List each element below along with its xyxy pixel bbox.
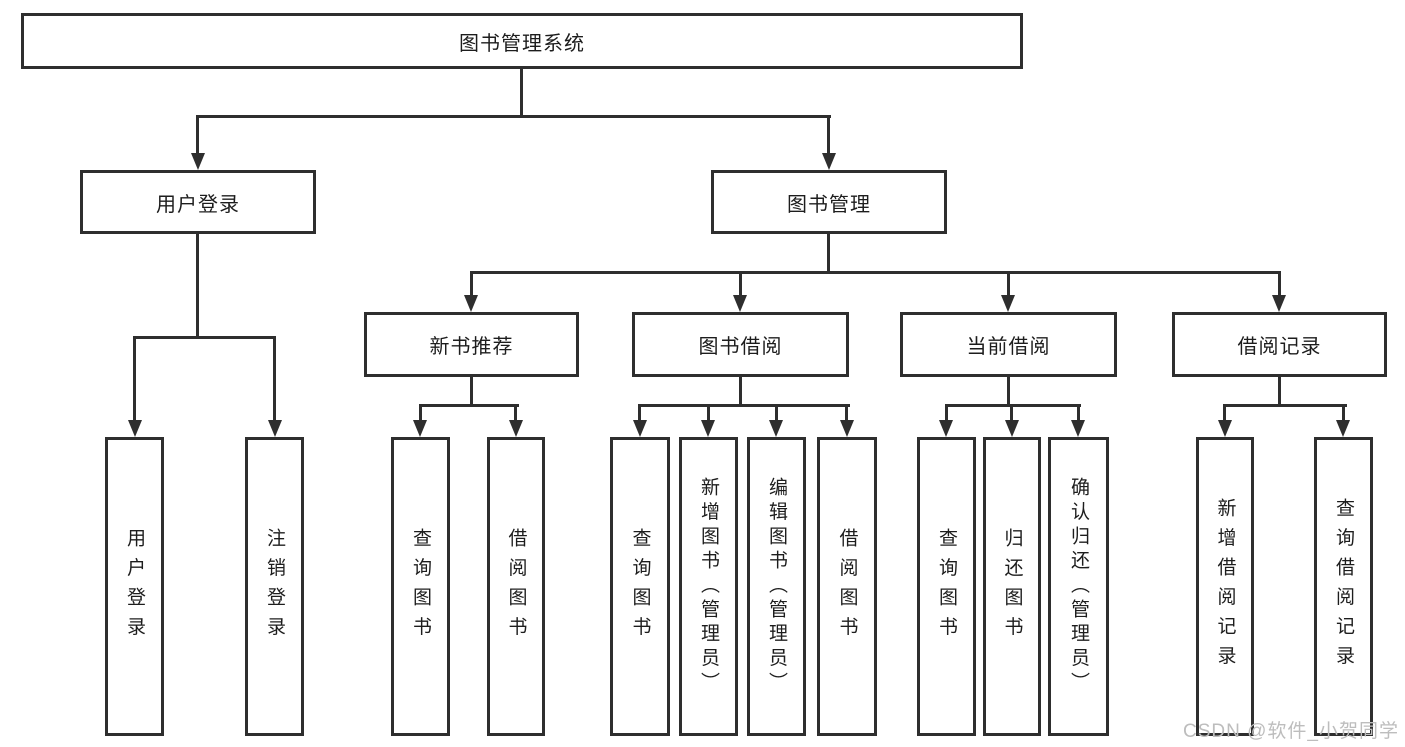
connector-line <box>470 377 473 406</box>
arrowhead-down-icon <box>128 420 142 437</box>
node-label: 新书推荐 <box>429 336 514 358</box>
node-borrow-records: 借阅记录 <box>1172 312 1387 377</box>
connector-line <box>945 404 1081 407</box>
arrowhead-down-icon <box>509 420 523 437</box>
leaf-add-borrow-record: 新增借阅记录 <box>1196 437 1254 736</box>
connector-line <box>196 115 831 118</box>
connector-line <box>133 336 276 339</box>
connector-line <box>1278 377 1281 406</box>
leaf-user-login: 用户登录 <box>105 437 164 736</box>
connector-line <box>1223 404 1347 407</box>
arrowhead-down-icon <box>413 420 427 437</box>
connector-line <box>707 406 710 424</box>
connector-line <box>638 404 850 407</box>
node-label: 当前借阅 <box>966 336 1051 358</box>
arrowhead-down-icon <box>939 420 953 437</box>
connector-line <box>419 406 422 424</box>
connector-line <box>133 338 136 425</box>
connector-line <box>739 273 742 300</box>
leaf-add-book-admin: 新增图书（管理员） <box>679 437 738 736</box>
arrowhead-down-icon <box>840 420 854 437</box>
connector-line <box>1007 377 1010 406</box>
connector-line <box>520 69 523 118</box>
connector-line <box>196 117 199 158</box>
arrowhead-down-icon <box>822 153 836 170</box>
leaf-query-books-current: 查询图书 <box>917 437 976 736</box>
connector-line <box>1077 406 1080 424</box>
arrowhead-down-icon <box>701 420 715 437</box>
arrowhead-down-icon <box>1272 295 1286 312</box>
arrowhead-down-icon <box>268 420 282 437</box>
leaf-edit-book-admin: 编辑图书（管理员） <box>747 437 806 736</box>
connector-line <box>470 271 1281 274</box>
arrowhead-down-icon <box>464 295 478 312</box>
leaf-borrow-books: 借阅图书 <box>817 437 877 736</box>
csdn-watermark: CSDN @软件_小贺同学 <box>1183 721 1399 742</box>
node-label: 图书管理 <box>787 193 871 216</box>
node-label: 图书借阅 <box>698 336 783 358</box>
leaf-query-books-recommend: 查询图书 <box>391 437 450 736</box>
connector-line <box>1010 406 1013 424</box>
leaf-borrow-books-recommend: 借阅图书 <box>487 437 545 736</box>
connector-line <box>196 234 199 338</box>
node-new-book-recommend: 新书推荐 <box>364 312 579 377</box>
node-label: 用户登录 <box>156 193 240 216</box>
connector-line <box>1007 273 1010 300</box>
connector-line <box>1342 406 1345 424</box>
connector-line <box>945 406 948 424</box>
connector-line <box>638 406 641 424</box>
connector-line <box>273 338 276 425</box>
connector-line <box>514 406 517 424</box>
arrowhead-down-icon <box>1005 420 1019 437</box>
arrowhead-down-icon <box>1001 295 1015 312</box>
connector-line <box>419 404 519 407</box>
leaf-query-borrow-record: 查询借阅记录 <box>1314 437 1373 736</box>
arrowhead-down-icon <box>1336 420 1350 437</box>
leaf-return-book: 归还图书 <box>983 437 1041 736</box>
arrowhead-down-icon <box>769 420 783 437</box>
node-book-management-branch: 图书管理 <box>711 170 947 234</box>
node-user-login-branch: 用户登录 <box>80 170 316 234</box>
arrowhead-down-icon <box>1071 420 1085 437</box>
leaf-query-books-borrowing: 查询图书 <box>610 437 670 736</box>
connector-line <box>845 406 848 424</box>
arrowhead-down-icon <box>1218 420 1232 437</box>
arrowhead-down-icon <box>633 420 647 437</box>
arrowhead-down-icon <box>733 295 747 312</box>
node-book-borrowing: 图书借阅 <box>632 312 849 377</box>
arrowhead-down-icon <box>191 153 205 170</box>
connector-line <box>739 377 742 406</box>
connector-line <box>827 234 830 273</box>
connector-line <box>775 406 778 424</box>
connector-line <box>827 117 830 158</box>
node-label: 借阅记录 <box>1237 336 1322 358</box>
leaf-logout: 注销登录 <box>245 437 304 736</box>
node-root-system: 图书管理系统 <box>21 13 1023 69</box>
connector-line <box>1223 406 1226 424</box>
node-label: 图书管理系统 <box>459 32 585 55</box>
connector-line <box>470 273 473 300</box>
node-current-borrowing: 当前借阅 <box>900 312 1117 377</box>
connector-line <box>1278 273 1281 300</box>
leaf-confirm-return-admin: 确认归还（管理员） <box>1048 437 1109 736</box>
